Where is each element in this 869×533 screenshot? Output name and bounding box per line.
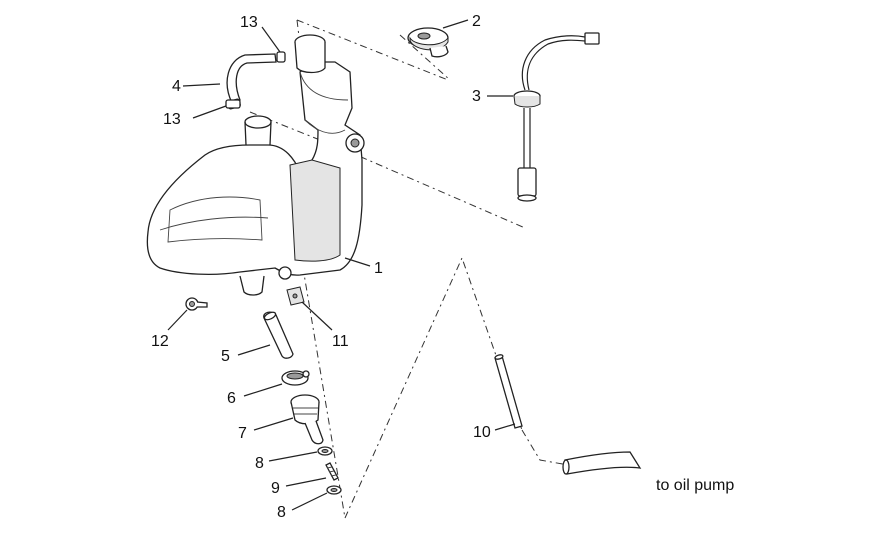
callout-labels: 13 2 3 4 13 1 12 11 5 6 7 10 8 9 8 to oi… [151, 13, 734, 521]
tank-cap [407, 27, 449, 58]
screw [185, 297, 208, 311]
oil-filter [290, 394, 324, 445]
callout-12: 12 [151, 333, 169, 350]
level-sensor [513, 32, 600, 202]
callout-6: 6 [227, 390, 236, 407]
oil-pump-hose [494, 354, 642, 475]
hose-clamps [225, 51, 286, 109]
callout-4: 4 [172, 78, 181, 95]
callout-8-upper: 8 [255, 455, 264, 472]
callout-13-left: 13 [163, 111, 181, 128]
callout-5: 5 [221, 348, 230, 365]
clip-nut [286, 286, 305, 306]
washers [317, 446, 342, 495]
callout-11: 11 [332, 333, 349, 350]
outlet-pipe [263, 311, 294, 359]
callout-8-lower: 8 [277, 504, 286, 521]
callout-1: 1 [374, 260, 383, 277]
pipe-clamp [281, 370, 310, 386]
callout-7: 7 [238, 425, 247, 442]
callout-10: 10 [473, 424, 491, 441]
bleed-screw [325, 462, 339, 481]
callout-9: 9 [271, 480, 280, 497]
callout-3: 3 [472, 88, 481, 105]
oil-tank [146, 34, 365, 296]
callout-2: 2 [472, 13, 481, 30]
callout-13-top: 13 [240, 14, 258, 31]
leader-lines [167, 19, 516, 511]
to-oil-pump-label: to oil pump [656, 477, 734, 494]
